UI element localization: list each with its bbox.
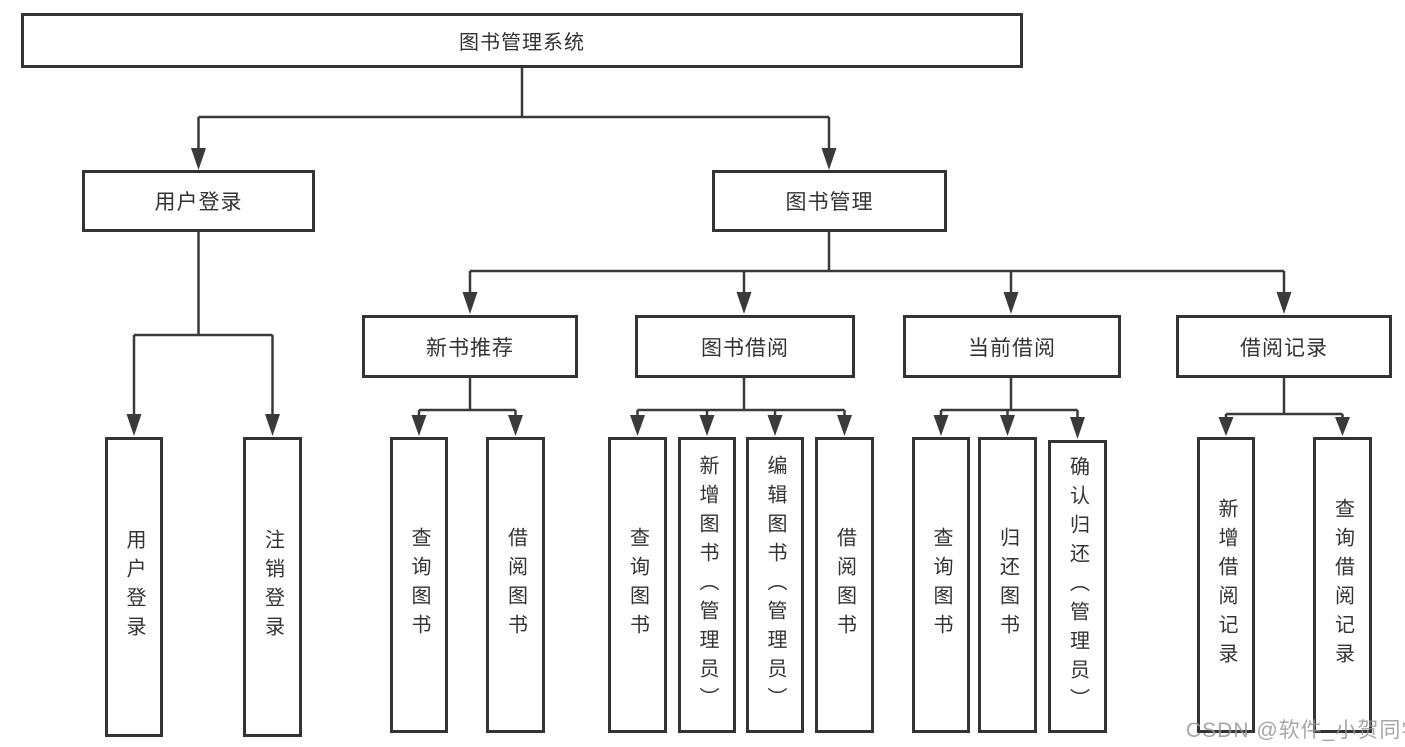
node-current-borrowing: 当前借阅	[903, 315, 1121, 378]
node-user-login: 用户登录	[82, 170, 315, 232]
node-label: 图书管理系统	[459, 32, 585, 54]
node-label: 归还图书	[996, 527, 1019, 643]
node-query-books-under-current: 查询图书	[912, 437, 970, 733]
node-label: 用户登录	[154, 191, 243, 214]
node-book-borrowing: 图书借阅	[635, 315, 855, 378]
node-logout: 注销登录	[243, 437, 302, 737]
node-query-books-under-recommend: 查询图书	[390, 437, 448, 733]
node-confirm-return-admin: 确认归还（管理员）	[1048, 440, 1107, 733]
node-new-book-recommendation: 新书推荐	[362, 315, 578, 378]
node-label: 图书借阅	[701, 336, 789, 360]
node-label: 查询图书	[408, 527, 430, 643]
node-borrowing-records: 借阅记录	[1176, 315, 1392, 378]
node-label: 查询借阅记录	[1331, 498, 1354, 672]
node-add-borrow-record: 新增借阅记录	[1197, 437, 1255, 733]
node-label: 新增借阅记录	[1215, 498, 1237, 672]
node-borrow-books-under-borrowing: 借阅图书	[815, 437, 874, 733]
node-return-books: 归还图书	[978, 437, 1037, 733]
node-label: 确认归还（管理员）	[1066, 456, 1089, 717]
node-label: 新增图书（管理员）	[696, 454, 718, 716]
node-label: 借阅记录	[1240, 336, 1328, 360]
node-label: 借阅图书	[504, 527, 527, 643]
node-label: 借阅图书	[833, 527, 856, 643]
node-label: 用户登录	[123, 529, 145, 645]
node-label: 查询图书	[626, 527, 649, 643]
node-label: 查询图书	[930, 527, 952, 643]
node-user-login-leaf: 用户登录	[105, 437, 163, 737]
node-add-books-admin: 新增图书（管理员）	[678, 437, 736, 733]
node-query-books-under-borrowing: 查询图书	[608, 437, 667, 733]
node-label: 图书管理	[785, 191, 874, 214]
node-book-management: 图书管理	[712, 170, 947, 232]
node-label: 编辑图书（管理员）	[764, 454, 786, 716]
node-borrow-books-under-recommend: 借阅图书	[486, 437, 545, 733]
node-label: 注销登录	[261, 529, 284, 645]
node-label: 新书推荐	[426, 336, 514, 360]
csdn-watermark: CSDN @软件_小贺同学	[1186, 719, 1405, 742]
node-root: 图书管理系统	[21, 13, 1023, 68]
node-query-borrow-record: 查询借阅记录	[1313, 437, 1372, 733]
node-edit-books-admin: 编辑图书（管理员）	[746, 437, 804, 733]
node-label: 当前借阅	[968, 336, 1056, 360]
